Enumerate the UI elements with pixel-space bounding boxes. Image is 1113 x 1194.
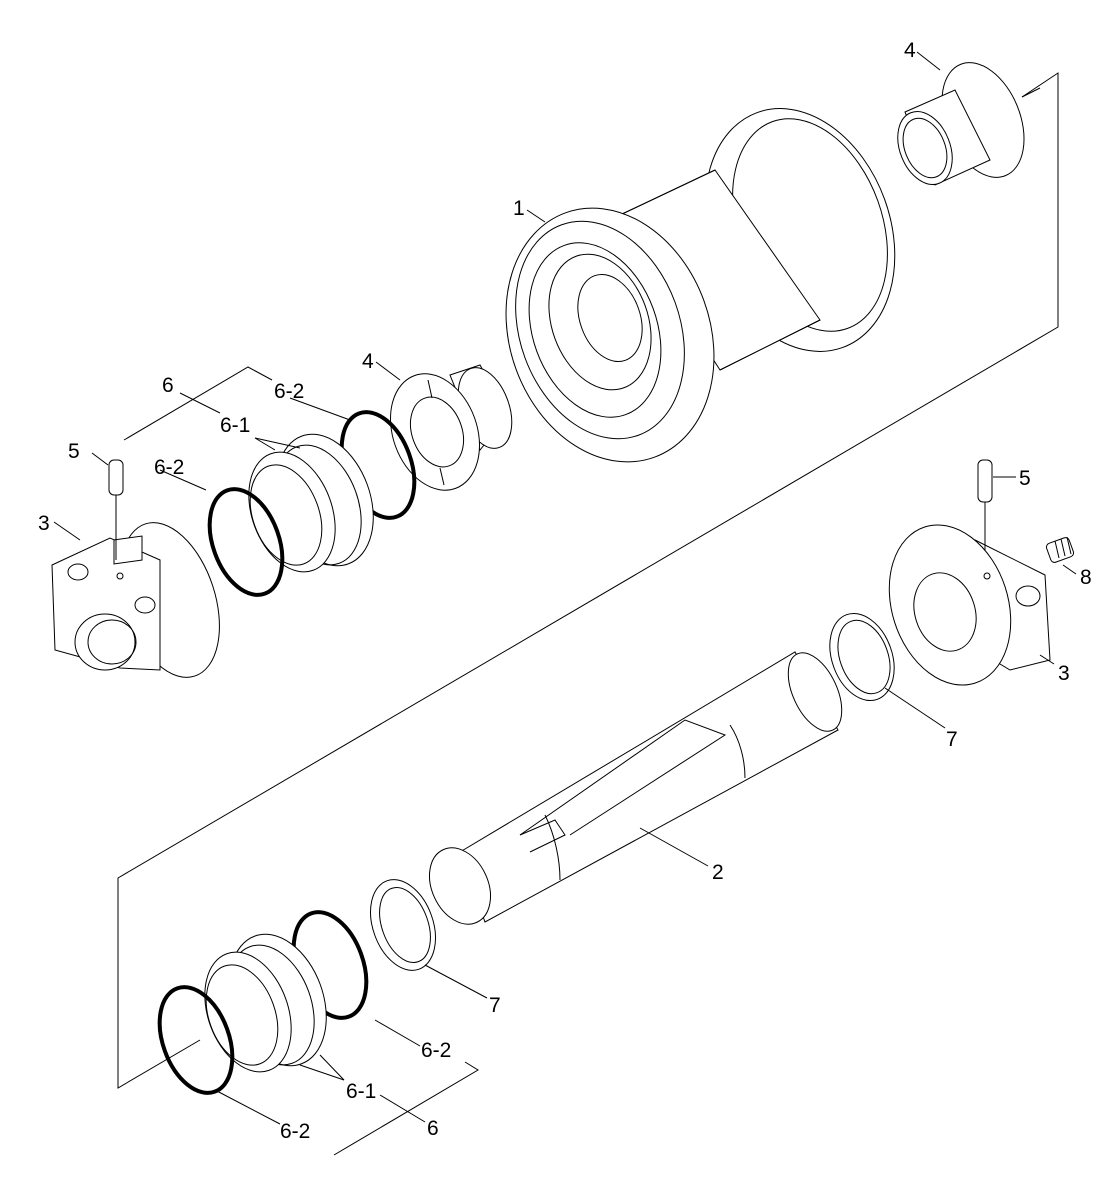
part-5-left-pin xyxy=(108,459,124,560)
assembly-frame xyxy=(117,72,1059,1089)
callout-6-2-bottom-a: 6-2 xyxy=(421,1039,451,1062)
callout-3-left: 3 xyxy=(38,512,50,535)
callout-6-bottom: 6 xyxy=(427,1117,439,1140)
callout-8: 8 xyxy=(1080,566,1092,589)
callout-4-top: 4 xyxy=(904,39,916,62)
part-6-bottom-seal-group xyxy=(157,910,369,1095)
part-6-top-seal-group xyxy=(207,410,417,597)
part-3-right-collar xyxy=(888,524,1051,686)
callout-2: 2 xyxy=(712,861,724,884)
callout-4-mid: 4 xyxy=(362,350,374,373)
callout-3-right: 3 xyxy=(1058,662,1070,685)
callout-5-right: 5 xyxy=(1019,467,1031,490)
part-3-left-collar xyxy=(51,522,220,678)
callout-5-left: 5 xyxy=(68,440,80,463)
callout-6-2-top-b: 6-2 xyxy=(154,456,184,479)
part-8-plug xyxy=(1045,536,1075,563)
part-7-left-ring xyxy=(370,879,436,971)
callout-1: 1 xyxy=(513,197,525,220)
part-2-shaft xyxy=(429,651,843,925)
part-5-right-pin xyxy=(977,459,993,550)
callout-6-top: 6 xyxy=(162,374,174,397)
part-7-right-ring xyxy=(829,612,895,702)
callout-6-1-top: 6-1 xyxy=(220,414,250,437)
callout-6-2-bottom-b: 6-2 xyxy=(280,1120,310,1143)
callout-6-1-bottom: 6-1 xyxy=(346,1080,376,1103)
callout-6-2-top-a: 6-2 xyxy=(274,380,304,403)
part-4-top-bushing xyxy=(897,62,1041,186)
callout-7-right: 7 xyxy=(946,728,958,751)
part-1-roller xyxy=(505,108,896,463)
callout-labels: 1 4 4 6 6-2 6-1 5 6-2 3 5 8 3 7 2 7 6-2 … xyxy=(38,39,1092,1143)
callout-7-left: 7 xyxy=(489,994,501,1017)
leader-lines xyxy=(53,51,1077,1156)
